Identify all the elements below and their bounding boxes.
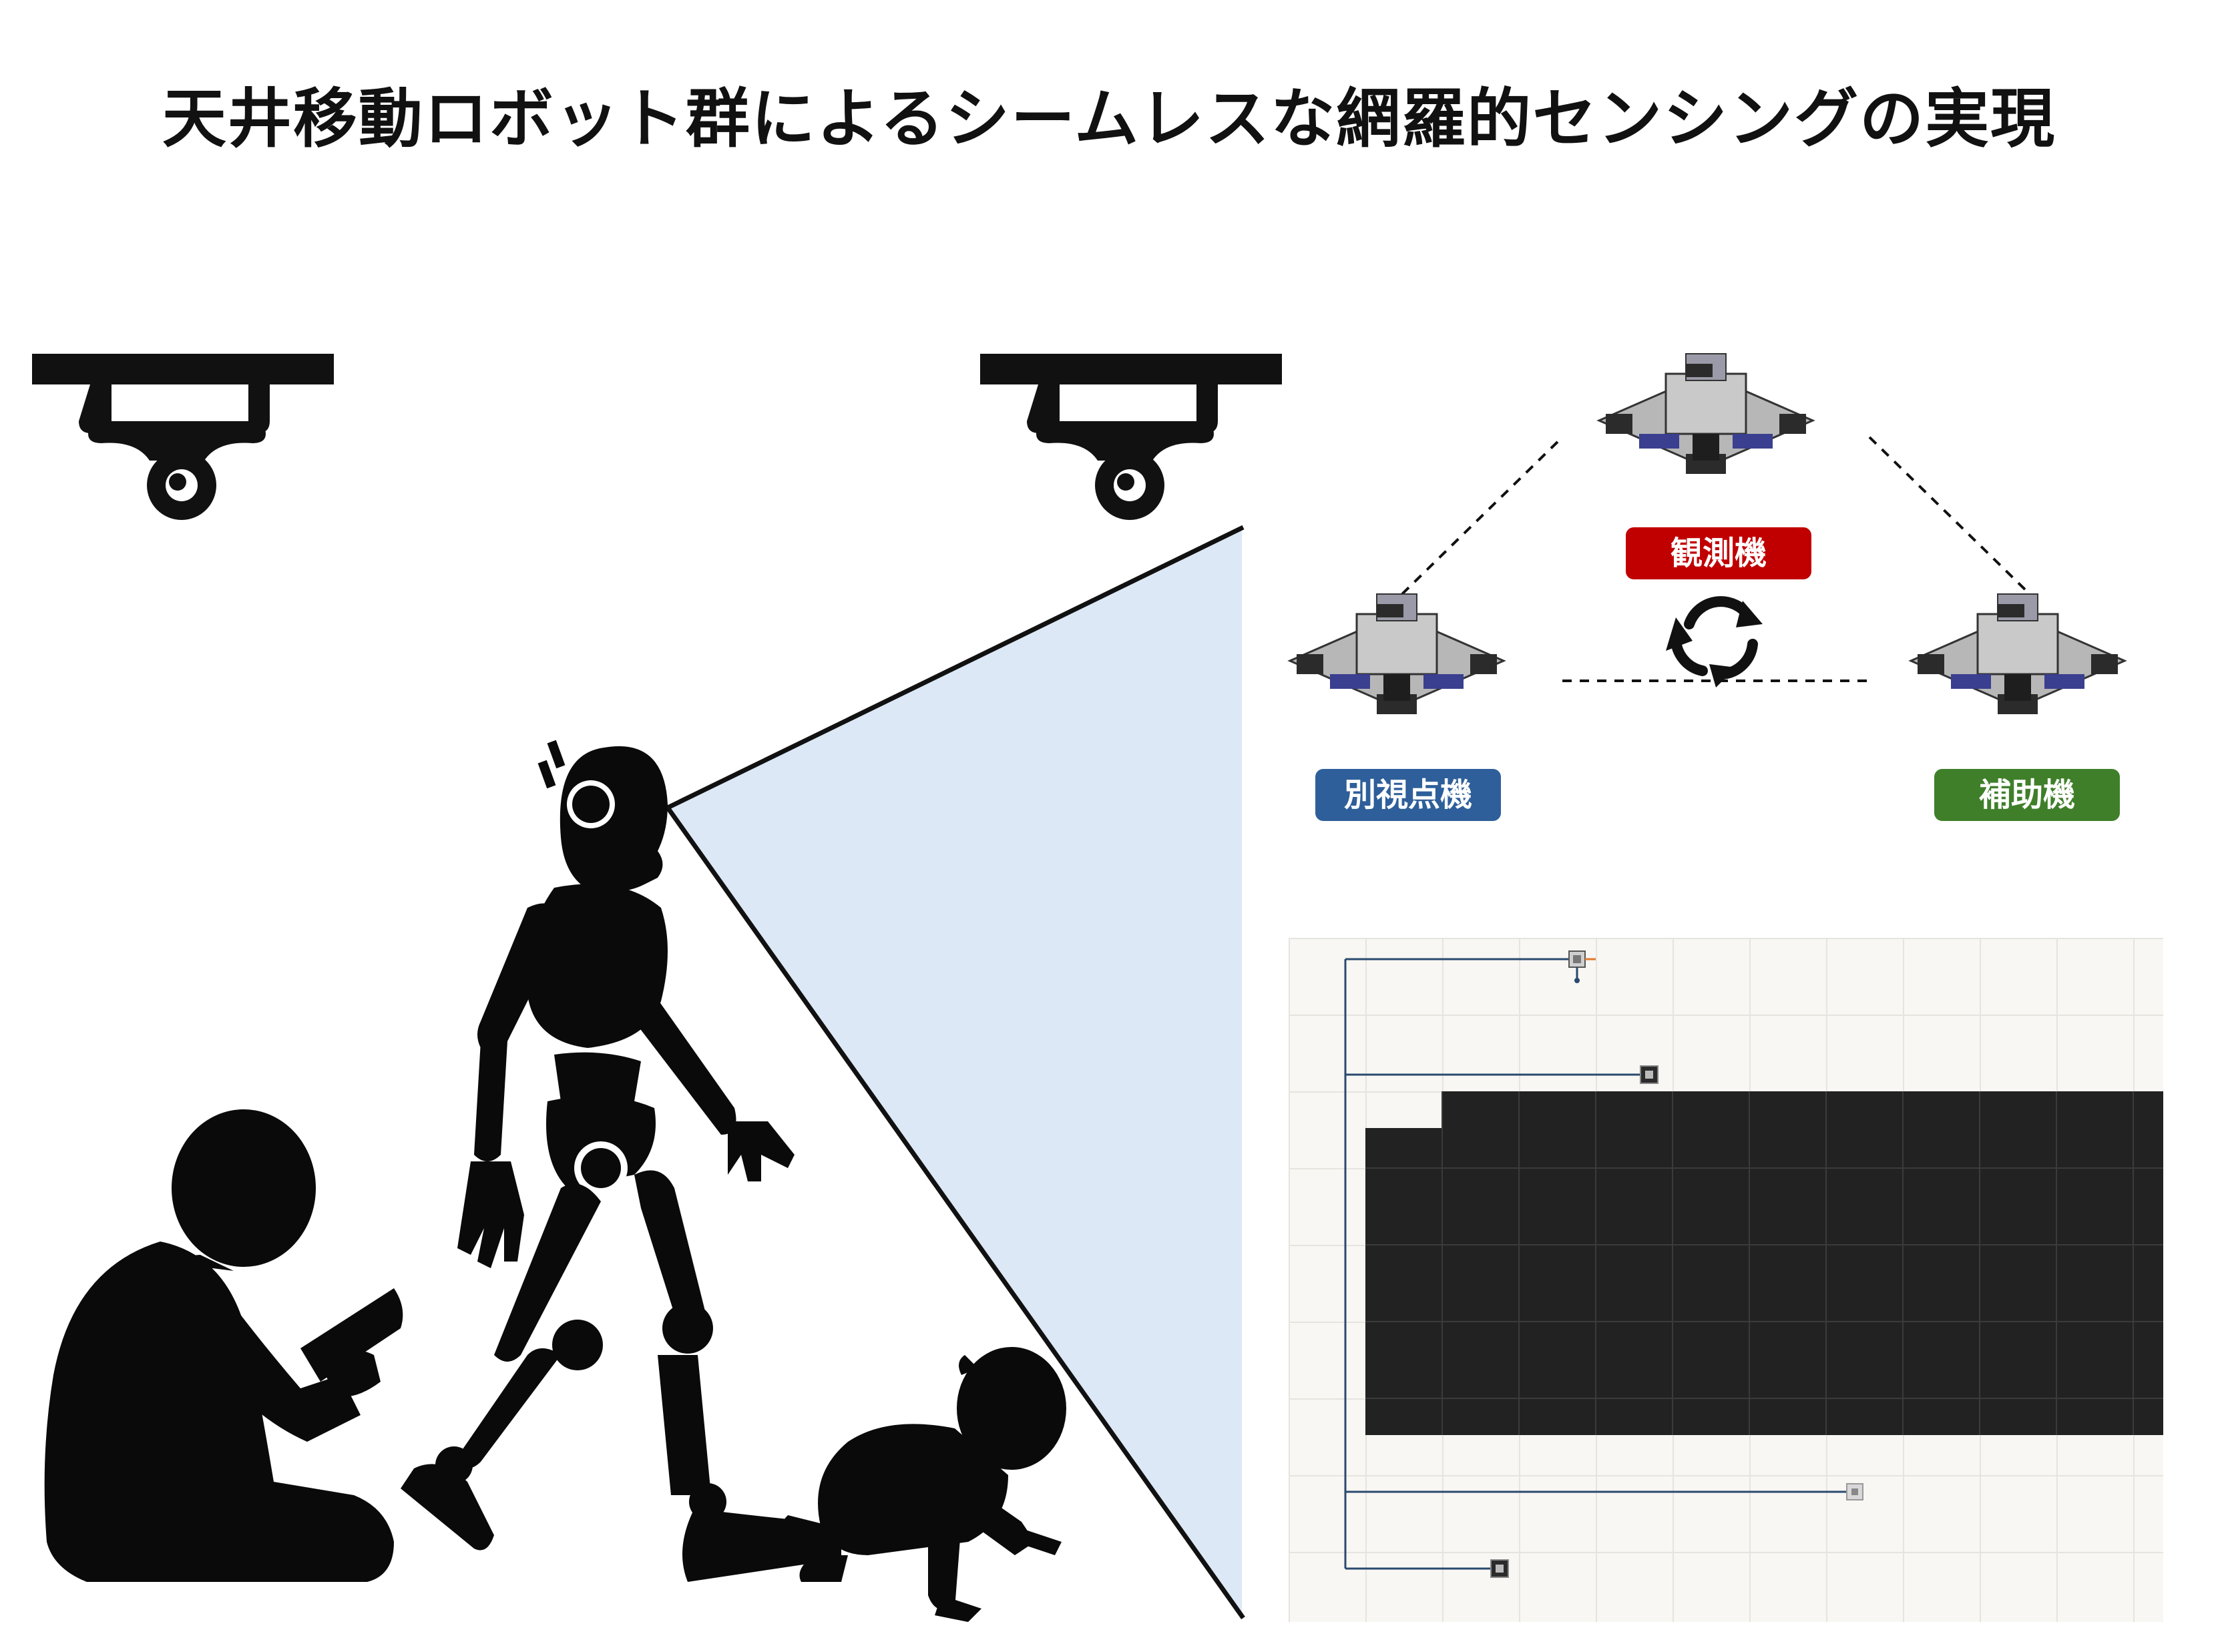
page-title: 天井移動ロボット群によるシームレスな網羅的センシングの実現 — [162, 81, 2056, 156]
robot-marker — [1490, 1559, 1509, 1578]
robot-marker — [1640, 1065, 1658, 1084]
field-of-view-cone — [668, 527, 1242, 1615]
observer-robot-badge: 観測機 — [1626, 527, 1811, 579]
robot-marker — [1568, 950, 1596, 983]
assist-robot-badge: 補助機 — [1934, 769, 2120, 821]
simulation-grid-map — [1289, 938, 2163, 1622]
robot-marker — [1846, 1483, 1863, 1500]
occupied-region-grid — [1365, 1091, 2163, 1435]
child-reading-icon — [44, 1109, 403, 1582]
ceiling-robot-icon — [1908, 593, 2127, 714]
robot-connection-lines — [1401, 436, 2031, 682]
ceiling-robot-icon — [1596, 353, 1815, 474]
fov-edge-lower — [666, 806, 1245, 1620]
crawling-baby-icon — [779, 1347, 1066, 1622]
ceiling-robot-icon — [1287, 593, 1506, 714]
simulation-map-drawing — [1344, 950, 2163, 1578]
robot-path-lines — [1344, 958, 1855, 1570]
humanoid-robot-icon — [401, 740, 821, 1582]
ceiling-camera-icon — [32, 354, 334, 520]
cycle-arrowheads — [1666, 601, 1763, 687]
fov-edge-upper — [666, 525, 1245, 810]
alt-viewpoint-robot-badge: 別視点機 — [1315, 769, 1501, 821]
occupied-region — [1365, 1091, 2163, 1435]
ceiling-camera-icon — [980, 354, 1282, 520]
